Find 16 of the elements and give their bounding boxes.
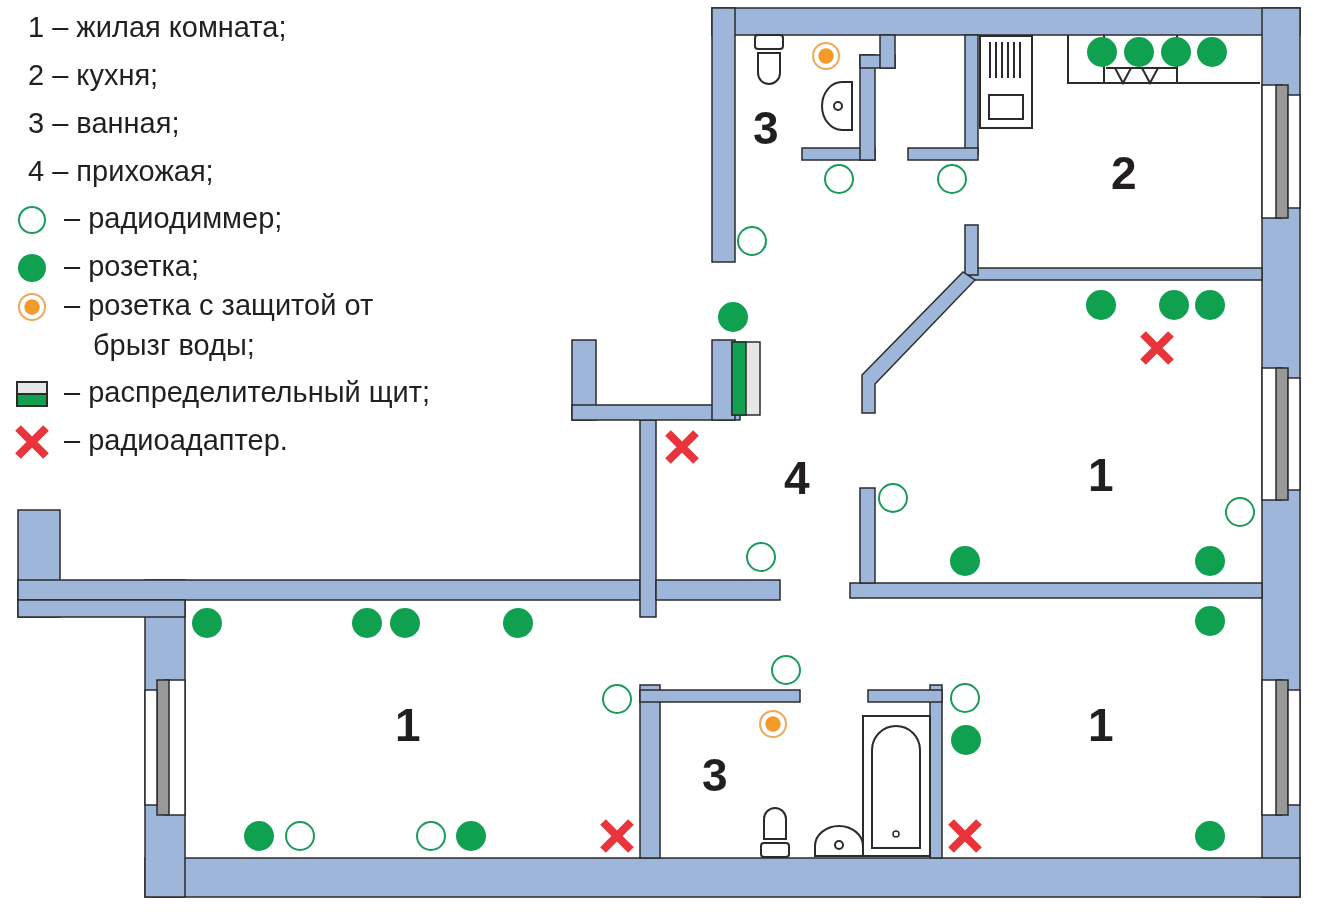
legend-text: 1 – жилая комната; bbox=[28, 10, 287, 45]
legend-text: – распределительный щит; bbox=[64, 375, 431, 410]
room-number: 2 bbox=[1111, 150, 1137, 196]
room-number: 3 bbox=[753, 105, 779, 151]
legend-text: – радиодиммер; bbox=[64, 201, 283, 236]
legend-text: 4 – прихожая; bbox=[28, 154, 214, 189]
room-number: 1 bbox=[1088, 702, 1114, 748]
room-number: 3 bbox=[702, 752, 728, 798]
legend-text: 2 – кухня; bbox=[28, 58, 159, 93]
room-number: 1 bbox=[395, 702, 421, 748]
legend-text: – радиоадаптер. bbox=[64, 423, 288, 458]
room-number: 4 bbox=[784, 455, 810, 501]
legend-text: – розетка; bbox=[64, 249, 200, 284]
legend-text: 3 – ванная; bbox=[28, 106, 180, 141]
room-number: 1 bbox=[1088, 452, 1114, 498]
legend-text: – розетка с защитой от брызг воды; bbox=[64, 288, 375, 363]
